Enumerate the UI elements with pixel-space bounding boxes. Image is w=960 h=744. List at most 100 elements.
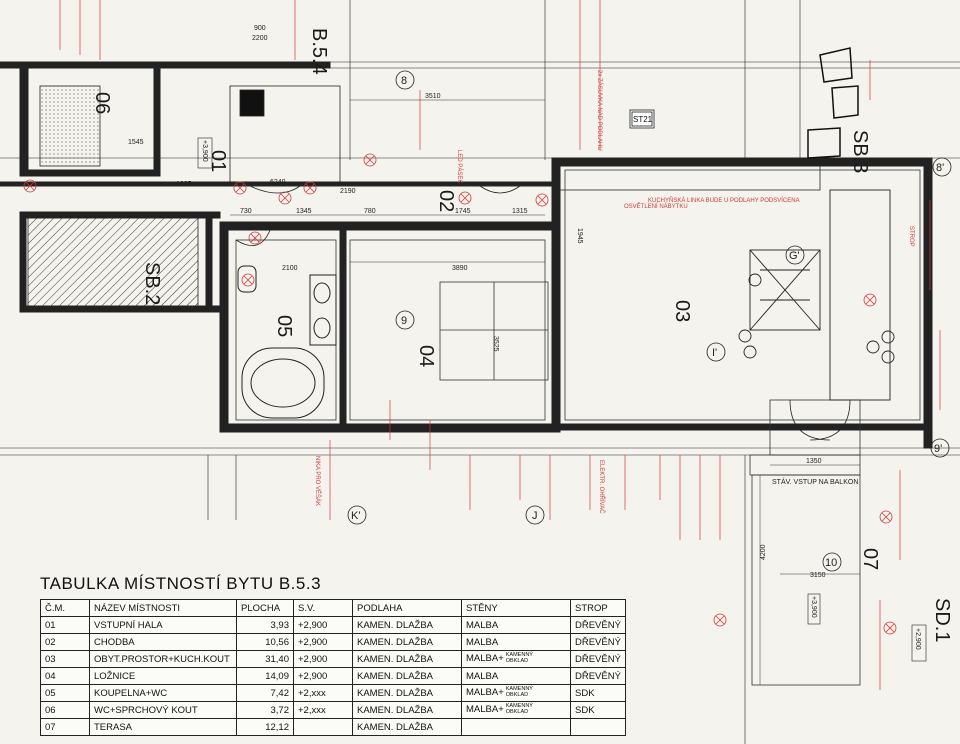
cell-cm-text: 07 xyxy=(45,721,56,733)
red-notes: LED PÁSEK 2x ZÁSUVKA NAD PODLAHU OSVĚTLE… xyxy=(314,70,914,514)
hatched-walls xyxy=(27,85,821,307)
header-podlaha: PODLAHA xyxy=(352,599,462,617)
cell-plocha: 12,12 xyxy=(236,718,294,736)
dimension-3510: 3510 xyxy=(425,93,441,100)
cell-cm-text: 03 xyxy=(45,653,56,665)
cell-strop-text: DŘEVĚNÝ xyxy=(575,636,621,648)
axis-tags xyxy=(347,70,952,572)
axis-tag-9: 9 xyxy=(401,315,407,327)
axis-tag-g-prime: G' xyxy=(789,250,800,262)
table-row: 07 TERASA 12,12 KAMEN. DLAŽBA xyxy=(40,718,626,736)
cell-podlaha: KAMEN. DLAŽBA xyxy=(352,684,462,702)
cell-strop: DŘEVĚNÝ xyxy=(570,616,626,634)
cell-plocha-text: 14,09 xyxy=(265,670,289,682)
building-label-sd1: SD.1 xyxy=(931,598,953,642)
cell-name-text: OBYT.PROSTOR+KUCH.KOUT xyxy=(94,653,230,665)
note-kitchen-line: KUCHYŇSKÁ LINKA BUDE U PODLAHY PODSVÍCEN… xyxy=(648,197,800,204)
cell-plocha-text: 3,72 xyxy=(270,704,290,716)
cell-steny-text: MALBA+ xyxy=(466,653,504,665)
cell-cm: 07 xyxy=(40,718,90,736)
stone-note-line2: OBKLAD xyxy=(505,708,529,715)
sinks xyxy=(237,265,337,346)
cell-strop-text: DŘEVĚNÝ xyxy=(575,653,621,665)
cell-name: WC+SPRCHOVÝ KOUT xyxy=(89,701,237,719)
cell-podlaha-text: KAMEN. DLAŽBA xyxy=(357,670,434,682)
dimension-4200: 4200 xyxy=(760,544,767,560)
dimension-6240: 6240 xyxy=(270,179,286,186)
axis-tag-8: 8 xyxy=(401,75,407,87)
cell-plocha: 14,09 xyxy=(236,667,294,685)
cell-cm-text: 05 xyxy=(45,687,56,699)
stone-note-line1: KAMENNÝ xyxy=(505,686,533,693)
header-name: NÁZEV MÍSTNOSTI xyxy=(89,599,237,617)
table-title: TABULKA MÍSTNOSTÍ BYTU B.5.3 xyxy=(40,574,322,593)
dimension-2200: 2200 xyxy=(252,35,268,42)
cell-sv-text: +2,xxx xyxy=(298,704,326,716)
building-label-sb3: SB.3 xyxy=(849,130,871,173)
cell-sv-text: +2,900 xyxy=(298,636,328,648)
note-led-strip: LED PÁSEK xyxy=(456,150,463,183)
dimension-900: 900 xyxy=(254,25,266,32)
cell-plocha: 3,93 xyxy=(236,616,294,634)
cell-steny-text: MALBA+ xyxy=(466,704,504,716)
room-outlines xyxy=(235,169,921,686)
cell-cm-text: 06 xyxy=(45,704,56,716)
note-heater: ELEKTR. OHŘÍVAČ xyxy=(598,460,606,514)
cell-steny: MALBA xyxy=(461,633,571,651)
cell-cm-text: 02 xyxy=(45,636,56,648)
cell-steny-text: MALBA xyxy=(466,619,499,631)
building-label-b54: B.5.4 xyxy=(308,28,330,75)
header-strop: STROP xyxy=(570,599,626,617)
dimension-1315: 1315 xyxy=(512,208,528,215)
cell-sv-text: +2,900 xyxy=(298,670,328,682)
note-ceiling: STROP xyxy=(908,226,914,247)
level-tag-1: +3,900 xyxy=(201,140,208,162)
cell-plocha: 31,40 xyxy=(236,650,294,668)
cell-plocha-text: 12,12 xyxy=(265,721,289,733)
cell-cm-text: 04 xyxy=(45,670,56,682)
cell-podlaha: KAMEN. DLAŽBA xyxy=(352,616,462,634)
pillars xyxy=(807,47,859,159)
cell-cm: 01 xyxy=(40,616,90,634)
axis-tag-labels: 8 8' 9 9' 10 J K' I' G' xyxy=(351,75,944,569)
header-sv: S.V. xyxy=(293,599,353,617)
building-label-sb2: SB.2 xyxy=(141,262,163,305)
cell-cm: 04 xyxy=(40,667,90,685)
room-labels: 01 02 03 04 05 06 07 xyxy=(91,92,881,570)
cell-podlaha-text: KAMEN. DLAŽBA xyxy=(357,636,434,648)
room-label-02: 02 xyxy=(435,190,457,212)
kitchen-elements xyxy=(738,189,895,401)
cell-plocha-text: 31,40 xyxy=(265,653,289,665)
cell-strop: SDK xyxy=(570,701,626,719)
building-labels: B.5.4 SB.2 SB.3 SD.1 xyxy=(141,28,953,642)
dimension-1350: 1350 xyxy=(806,458,822,465)
cell-podlaha-text: KAMEN. DLAŽBA xyxy=(357,721,434,733)
cell-strop: SDK xyxy=(570,684,626,702)
cell-sv: +2,xxx xyxy=(293,701,353,719)
note-sockets-1: 2x ZÁSUVKA NAD PODLAHU xyxy=(596,70,603,151)
cell-name-text: KOUPELNA+WC xyxy=(94,687,168,699)
cell-sv: +2,xxx xyxy=(293,684,353,702)
dimension-1745: 1745 xyxy=(455,208,471,215)
room-label-01: 01 xyxy=(207,150,229,172)
cell-sv: +2,900 xyxy=(293,650,353,668)
header-steny: STĚNY xyxy=(461,599,571,617)
dimension-2190: 2190 xyxy=(340,188,356,195)
cell-strop-text: SDK xyxy=(575,704,595,716)
room-label-03: 03 xyxy=(671,300,693,322)
cell-cm: 03 xyxy=(40,650,90,668)
cell-name-text: WC+SPRCHOVÝ KOUT xyxy=(94,704,198,716)
cell-name: OBYT.PROSTOR+KUCH.KOUT xyxy=(89,650,237,668)
cell-name: TERASA xyxy=(89,718,237,736)
stone-note-line2: OBKLAD xyxy=(505,657,529,664)
cell-steny: MALBA xyxy=(461,667,571,685)
cell-podlaha-text: KAMEN. DLAŽBA xyxy=(357,704,434,716)
dimension-labels: 3510 6240 1345 1745 780 730 1315 3890 21… xyxy=(128,25,826,579)
level-tag-2: +3,900 xyxy=(810,596,817,618)
cell-sv: +2,900 xyxy=(293,616,353,634)
